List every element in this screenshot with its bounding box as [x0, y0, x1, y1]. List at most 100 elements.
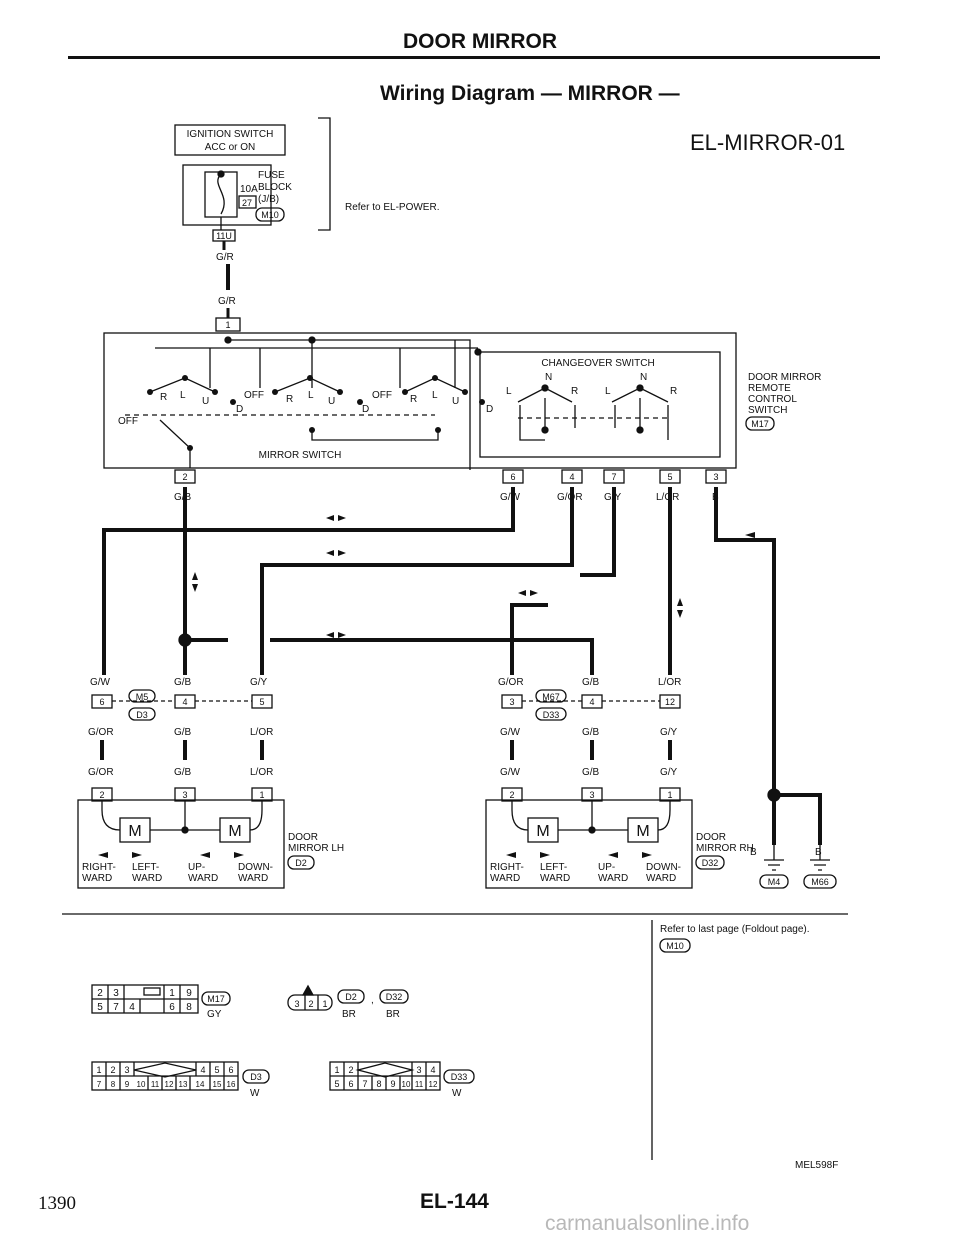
svg-text:BR: BR: [386, 1009, 400, 1020]
svg-text:WARD: WARD: [646, 873, 676, 884]
svg-text:M5: M5: [136, 692, 149, 702]
mirror-control-switch-box: [103, 332, 737, 469]
svg-text:WARD: WARD: [540, 873, 570, 884]
lh-mirror-box: [77, 799, 285, 889]
svg-text:OFF: OFF: [372, 390, 392, 401]
svg-text:12: 12: [665, 697, 675, 707]
svg-text:U: U: [328, 396, 335, 407]
svg-text:U: U: [202, 396, 209, 407]
svg-text:2: 2: [97, 988, 103, 999]
svg-text:G/Y: G/Y: [250, 677, 268, 688]
svg-text:10: 10: [402, 1080, 411, 1089]
svg-text:B: B: [815, 847, 822, 858]
svg-text:M17: M17: [207, 994, 225, 1004]
fuse-block-connector: M10: [261, 210, 279, 220]
svg-text:UP-: UP-: [598, 862, 615, 873]
connector-d33: 1 2 3 4 5 6 7 8 9 10 11 12 D33 W: [329, 1061, 475, 1099]
svg-text:LEFT-: LEFT-: [132, 862, 159, 873]
svg-text:5: 5: [97, 1002, 103, 1013]
connector-d3: 1 2 3 4 5 6 7 8 9 10 11 12 13 14 15 16 D…: [91, 1061, 270, 1099]
svg-text:M66: M66: [811, 877, 829, 887]
svg-text:5: 5: [334, 1079, 339, 1089]
svg-text:,: ,: [371, 995, 374, 1006]
svg-text:M10: M10: [666, 941, 684, 951]
svg-text:WARD: WARD: [238, 873, 268, 884]
switch-connector: M17: [751, 419, 769, 429]
svg-text:M: M: [228, 823, 241, 840]
svg-text:LEFT-: LEFT-: [540, 862, 567, 873]
svg-text:12: 12: [165, 1080, 174, 1089]
refer-foldout: Refer to last page (Foldout page).: [660, 924, 810, 935]
svg-text:L/OR: L/OR: [250, 727, 273, 738]
svg-text:W: W: [452, 1088, 462, 1099]
svg-text:D2: D2: [295, 858, 307, 868]
svg-text:3: 3: [416, 1065, 421, 1075]
svg-text:9: 9: [125, 1080, 130, 1089]
svg-text:G/OR: G/OR: [88, 727, 114, 738]
svg-text:R: R: [286, 394, 293, 405]
svg-text:G/W: G/W: [90, 677, 111, 688]
svg-text:D: D: [362, 404, 369, 415]
svg-text:2: 2: [182, 472, 187, 482]
fuse-block-label-3: (J/B): [258, 194, 279, 205]
svg-text:13: 13: [179, 1080, 188, 1089]
svg-text:DOWN-: DOWN-: [646, 862, 681, 873]
wire-gr-1: G/R: [216, 252, 234, 263]
svg-text:DOOR: DOOR: [288, 832, 318, 843]
mirror-switch-label: MIRROR SWITCH: [259, 450, 342, 461]
svg-text:G/B: G/B: [174, 492, 192, 503]
svg-text:BR: BR: [342, 1009, 356, 1020]
fuse-number: 27: [242, 198, 252, 208]
svg-text:2: 2: [99, 790, 104, 800]
svg-text:7: 7: [97, 1080, 102, 1089]
svg-text:2: 2: [308, 999, 313, 1009]
svg-text:MIRROR RH: MIRROR RH: [696, 843, 754, 854]
svg-text:4: 4: [200, 1065, 205, 1075]
svg-text:D33: D33: [451, 1072, 468, 1082]
svg-text:G/OR: G/OR: [557, 492, 583, 503]
svg-text:1: 1: [322, 999, 327, 1009]
svg-text:UP-: UP-: [188, 862, 205, 873]
page-code: EL-144: [420, 1190, 489, 1213]
svg-text:L: L: [605, 386, 611, 397]
svg-text:3: 3: [113, 988, 119, 999]
ignition-label: IGNITION SWITCH: [187, 129, 274, 140]
diagram-id: EL-MIRROR-01: [690, 130, 846, 155]
wire-gr-2: G/R: [218, 296, 236, 307]
figure-code: MEL598F: [795, 1160, 839, 1171]
connector-m17: 2 3 1 9 5 7 4 6 8 M17 GY: [91, 984, 231, 1020]
switch-name-1: DOOR MIRROR: [748, 372, 821, 383]
svg-text:WARD: WARD: [598, 873, 628, 884]
svg-text:OFF: OFF: [244, 390, 264, 401]
fuse-block-box: [182, 164, 272, 226]
svg-text:9: 9: [186, 988, 192, 999]
svg-text:L/OR: L/OR: [656, 492, 679, 503]
svg-text:D3: D3: [136, 710, 148, 720]
svg-text:G/W: G/W: [500, 767, 521, 778]
svg-text:5: 5: [214, 1065, 219, 1075]
svg-text:3: 3: [182, 790, 187, 800]
svg-text:D32: D32: [386, 992, 403, 1002]
header-rule: [68, 56, 880, 59]
svg-text:3: 3: [294, 999, 299, 1009]
changeover-switch-label: CHANGEOVER SWITCH: [541, 358, 654, 369]
svg-text:M67: M67: [542, 692, 560, 702]
fuse-block-label-1: FUSE: [258, 170, 285, 181]
svg-text:RIGHT-: RIGHT-: [82, 862, 116, 873]
svg-text:2: 2: [110, 1065, 115, 1075]
svg-text:WARD: WARD: [132, 873, 162, 884]
svg-text:DOWN-: DOWN-: [238, 862, 273, 873]
svg-text:GY: GY: [207, 1009, 222, 1020]
svg-text:L/OR: L/OR: [250, 767, 273, 778]
svg-text:6: 6: [99, 697, 104, 707]
switch-name-3: CONTROL: [748, 394, 797, 405]
svg-text:5: 5: [667, 472, 672, 482]
svg-text:6: 6: [348, 1079, 353, 1089]
svg-text:RIGHT-: RIGHT-: [490, 862, 524, 873]
svg-text:6: 6: [228, 1065, 233, 1075]
svg-text:4: 4: [569, 472, 574, 482]
fuse-amp: 10A: [240, 184, 258, 195]
svg-text:R: R: [670, 386, 677, 397]
svg-text:DOOR: DOOR: [696, 832, 726, 843]
